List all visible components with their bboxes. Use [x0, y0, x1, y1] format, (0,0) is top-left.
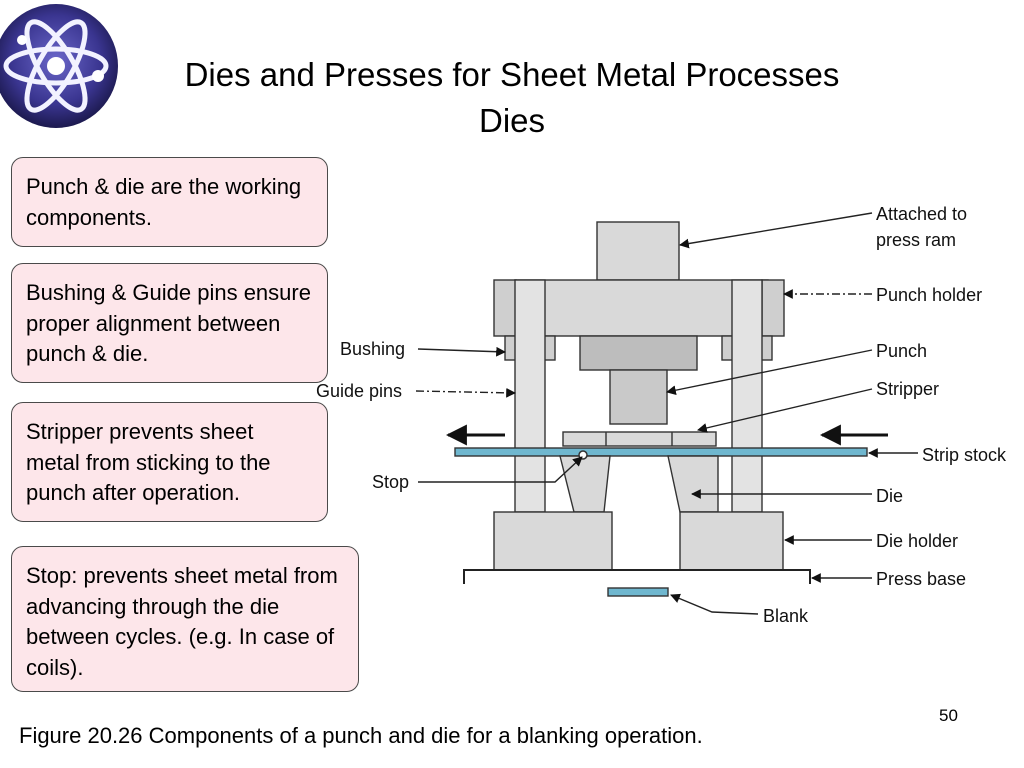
press-base-line	[463, 569, 811, 584]
label-stop: Stop	[372, 472, 409, 492]
callout-text: Bushing & Guide pins ensure proper align…	[26, 280, 311, 366]
stripper-plate	[562, 431, 717, 447]
die-right	[667, 455, 719, 513]
die-left	[559, 455, 611, 513]
blank-piece	[607, 587, 669, 597]
label-attached-2: press ram	[876, 230, 956, 250]
label-punch-holder: Punch holder	[876, 285, 982, 305]
die-holder-left	[493, 511, 613, 571]
leader-bushing	[417, 346, 506, 357]
callout-text: Punch & die are the working components.	[26, 174, 302, 230]
label-die-holder: Die holder	[876, 531, 958, 551]
callout-stripper: Stripper prevents sheet metal from stick…	[11, 402, 328, 522]
label-blank: Blank	[763, 606, 809, 626]
callout-bushing-guide-pins: Bushing & Guide pins ensure proper align…	[11, 263, 328, 383]
figure-caption: Figure 20.26 Components of a punch and d…	[19, 723, 703, 748]
callout-text: Stop: prevents sheet metal from advancin…	[26, 563, 338, 680]
label-attached-1: Attached to	[876, 204, 967, 224]
leader-punch	[666, 349, 873, 396]
bushing-left	[493, 279, 517, 337]
leader-attached	[679, 212, 873, 249]
label-bushing: Bushing	[340, 339, 405, 359]
label-press-base: Press base	[876, 569, 966, 589]
label-punch: Punch	[876, 341, 927, 361]
guide-pin-left	[514, 279, 546, 513]
punch-upper	[579, 335, 698, 371]
leader-guide-pins	[415, 387, 516, 398]
label-stripper: Stripper	[876, 379, 939, 399]
page-number: 50	[939, 706, 958, 725]
atom-logo-icon	[0, 4, 118, 128]
leader-blank	[670, 593, 759, 615]
label-guide-pins: Guide pins	[316, 381, 402, 401]
punch-holder-plate	[514, 279, 769, 337]
label-die: Die	[876, 486, 903, 506]
subtitle-line: Dies	[478, 102, 546, 139]
leader-stop	[418, 456, 583, 483]
press-ram-shank	[596, 221, 680, 281]
callout-punch-die: Punch & die are the working components.	[11, 157, 328, 247]
punch-body	[609, 369, 668, 425]
die-holder-right	[679, 511, 784, 571]
guide-pin-right	[731, 279, 763, 513]
callout-stop: Stop: prevents sheet metal from advancin…	[11, 546, 359, 692]
title-line: Dies and Presses for Sheet Metal Process…	[184, 56, 840, 93]
slide-title: Dies and Presses for Sheet Metal Process…	[0, 52, 1024, 144]
punch-die-diagram: Attached to press ram Punch holder Punch…	[316, 204, 1007, 626]
bushing-right	[761, 279, 785, 337]
label-strip-stock: Strip stock	[922, 445, 1007, 465]
leader-stripper	[697, 388, 873, 433]
callout-text: Stripper prevents sheet metal from stick…	[26, 419, 271, 505]
strip-stock	[454, 447, 868, 457]
